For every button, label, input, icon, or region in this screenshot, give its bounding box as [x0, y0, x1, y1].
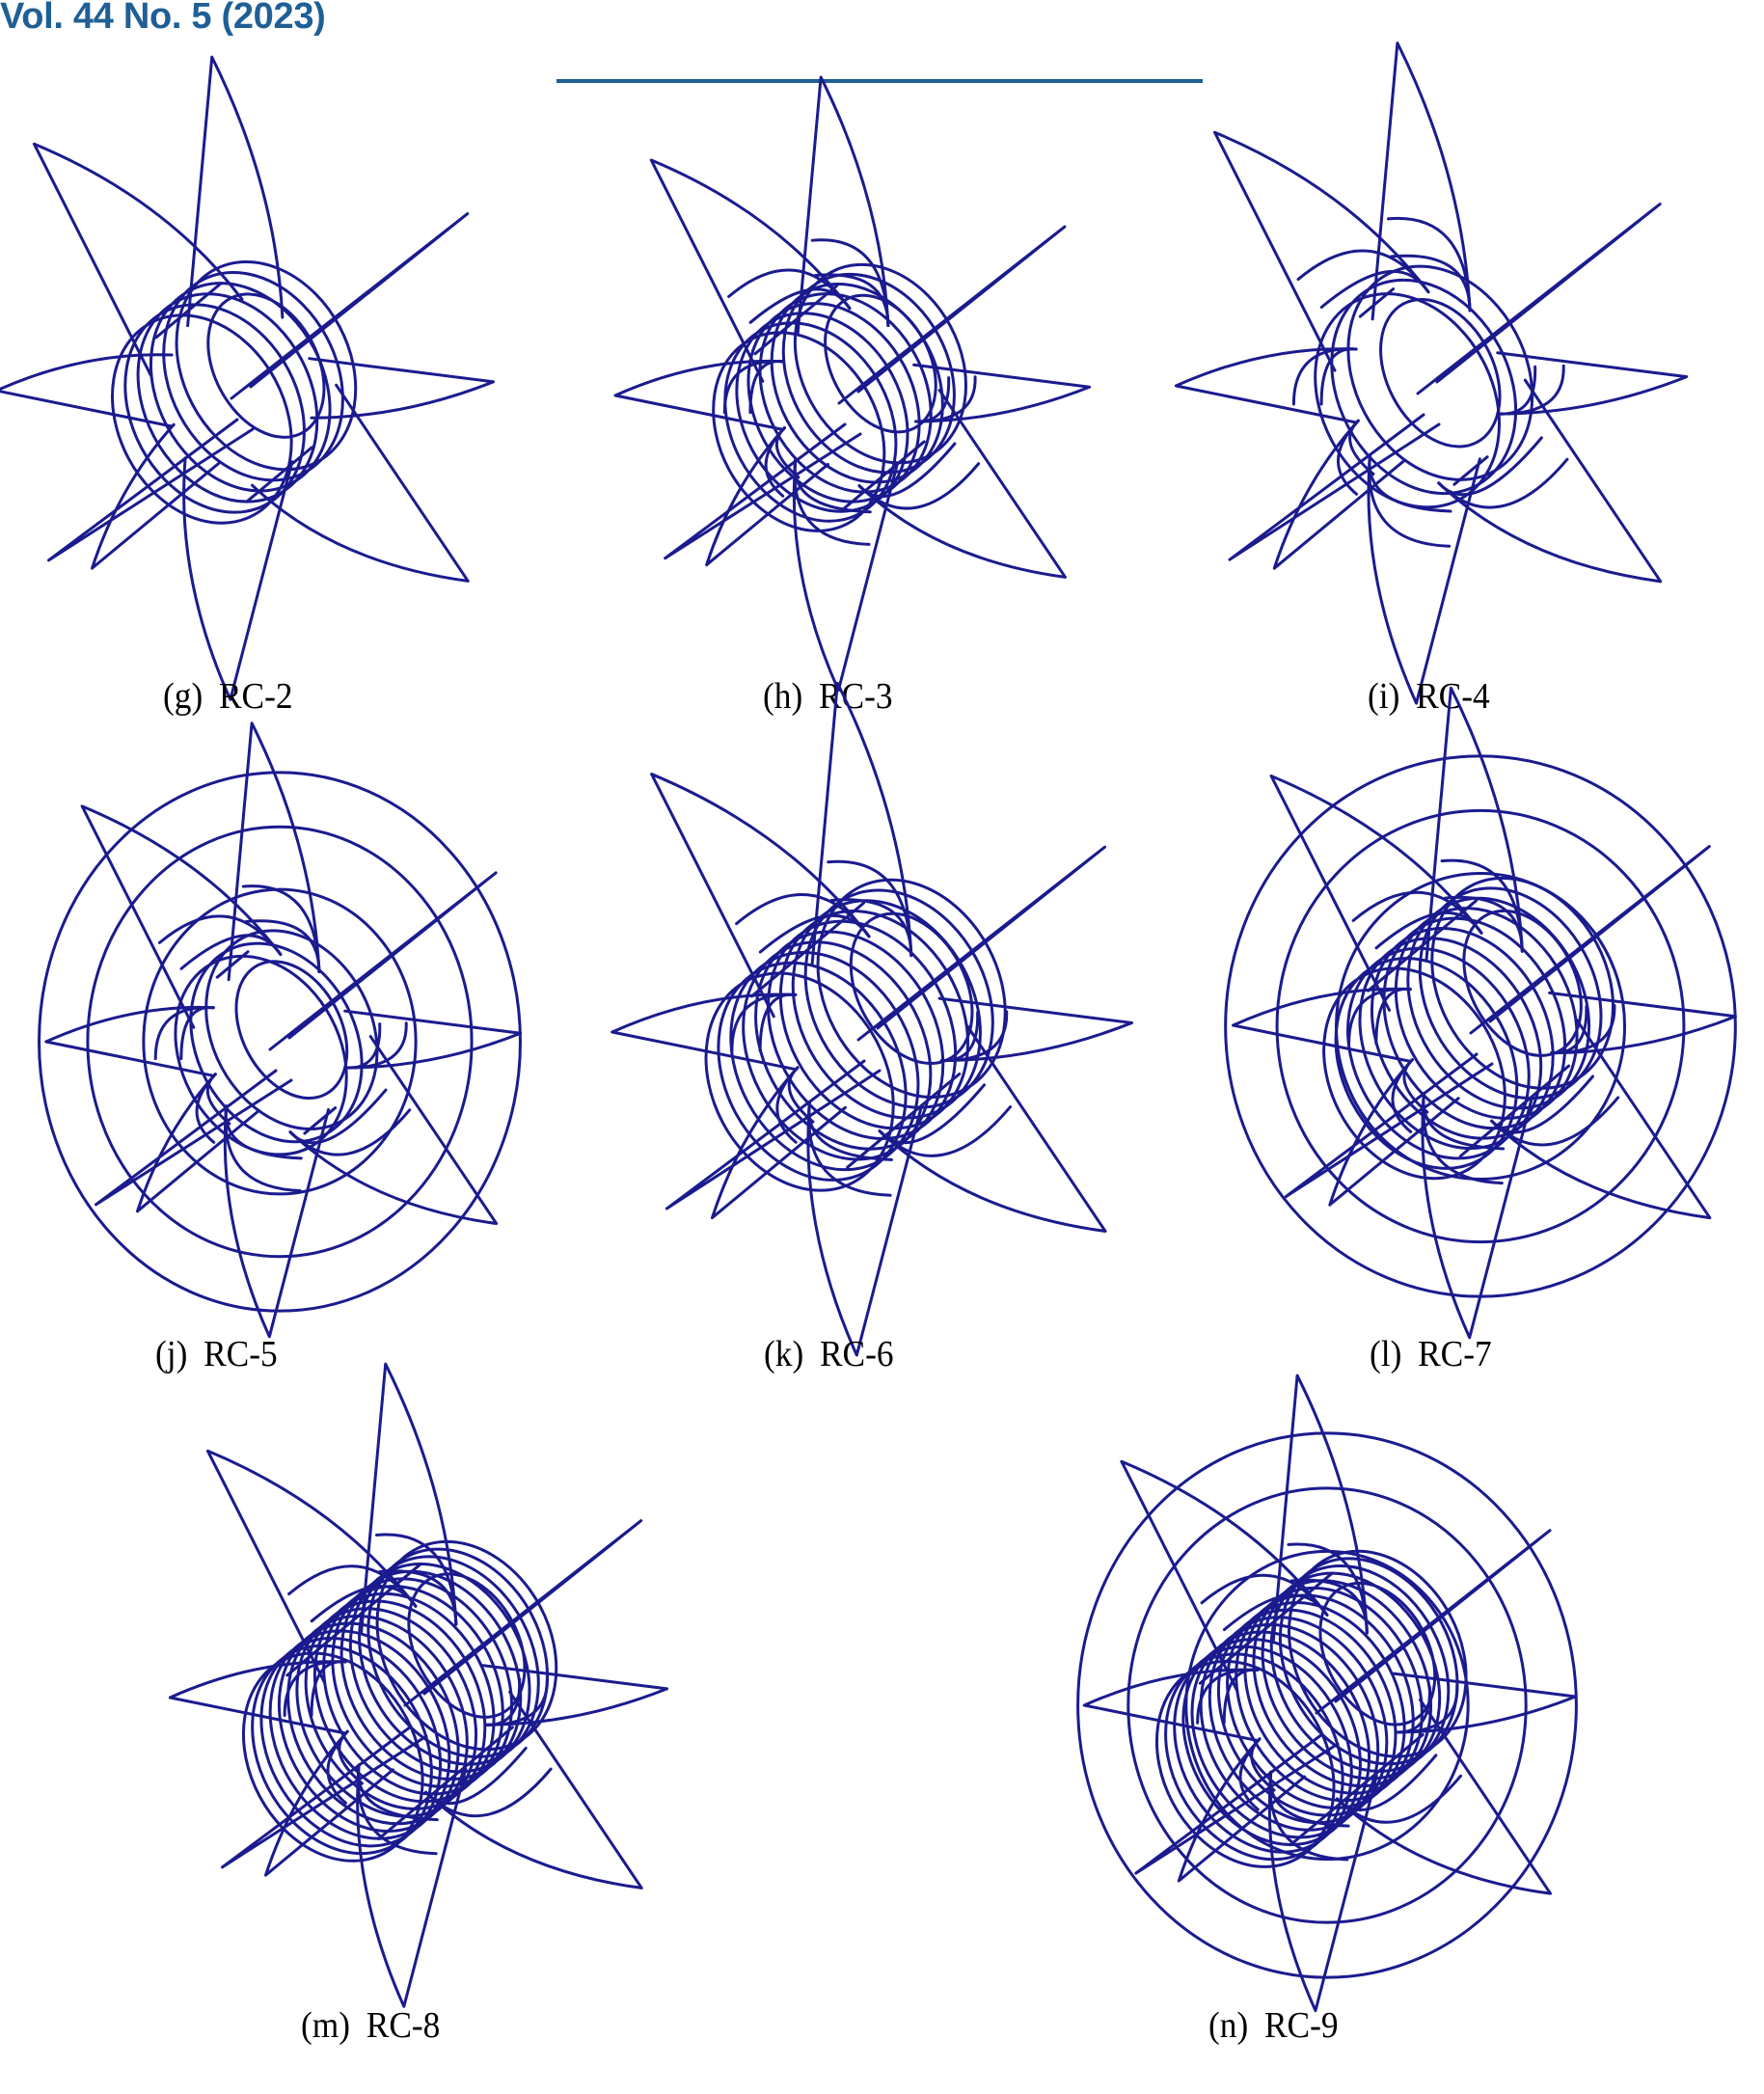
figure-caption-k: (k) RC-6	[764, 1333, 894, 1375]
figure-m-wireframe	[157, 1362, 683, 2008]
figure-i-wireframe	[1174, 41, 1750, 705]
figure-l-wireframe	[1220, 686, 1741, 1340]
figure-caption-g: (g) RC-2	[163, 675, 293, 718]
caption-subfigure-tag: (h)	[763, 676, 803, 717]
figure-k-wireframe	[606, 681, 1155, 1357]
caption-subfigure-tag: (k)	[764, 1334, 804, 1374]
caption-subfigure-tag: (j)	[155, 1334, 188, 1374]
figure-caption-l: (l) RC-7	[1370, 1333, 1492, 1375]
figure-caption-i: (i) RC-4	[1368, 675, 1490, 718]
caption-label: RC-8	[366, 2005, 441, 2046]
caption-label: RC-9	[1263, 2005, 1339, 2046]
caption-label: RC-6	[819, 1334, 894, 1374]
figure-caption-m: (m) RC-8	[301, 2004, 440, 2047]
caption-subfigure-tag: (n)	[1208, 2005, 1249, 2046]
wireframe-diagram-icon	[1224, 686, 1737, 1340]
caption-label: RC-7	[1418, 1334, 1492, 1374]
figure-caption-h: (h) RC-3	[763, 675, 893, 718]
caption-subfigure-tag: (l)	[1370, 1334, 1402, 1374]
caption-subfigure-tag: (m)	[301, 2005, 351, 2046]
wireframe-diagram-icon	[611, 681, 1134, 1357]
caption-subfigure-tag: (g)	[163, 676, 204, 717]
figure-caption-n: (n) RC-9	[1208, 2004, 1339, 2047]
caption-subfigure-tag: (i)	[1368, 676, 1400, 717]
wireframe-diagram-icon	[1174, 41, 1689, 705]
wireframe-diagram-icon	[0, 55, 496, 701]
journal-volume-header: Vol. 44 No. 5 (2023)	[0, 0, 326, 37]
header-rule-divider	[556, 79, 1203, 83]
caption-label: RC-4	[1416, 676, 1490, 717]
figure-j-wireframe	[34, 721, 526, 1339]
caption-label: RC-2	[218, 676, 293, 717]
wireframe-diagram-icon	[1076, 1373, 1578, 2013]
figure-g-wireframe	[0, 55, 540, 701]
caption-label: RC-3	[818, 676, 893, 717]
wireframe-diagram-icon	[613, 75, 1092, 693]
wireframe-diagram-icon	[168, 1362, 669, 2008]
figure-caption-j: (j) RC-5	[155, 1333, 278, 1375]
caption-label: RC-5	[204, 1334, 278, 1374]
wireframe-diagram-icon	[38, 721, 523, 1339]
figure-h-wireframe	[613, 75, 1128, 693]
figure-n-wireframe	[1072, 1373, 1582, 2013]
